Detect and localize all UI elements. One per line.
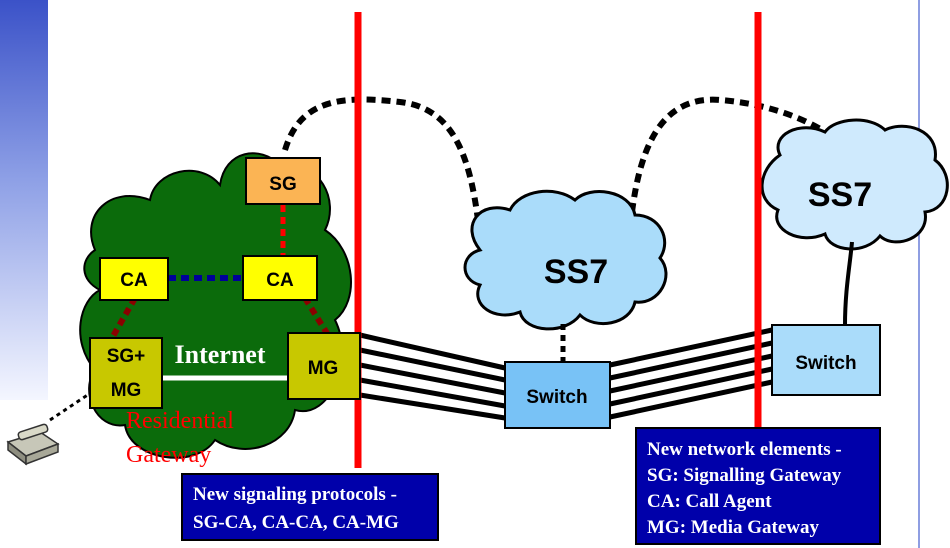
protocols-note-line1: New signaling protocols - — [193, 484, 397, 505]
sg-node-label: SG — [269, 174, 296, 195]
ca-left-node[interactable] — [99, 257, 169, 301]
telephone-icon — [6, 423, 60, 466]
sidebar-gradient — [0, 0, 48, 400]
link-ca-sgmg — [109, 296, 138, 340]
sg-mg-label-line1: SG+ — [107, 346, 146, 367]
switch-center-label: Switch — [526, 387, 587, 408]
ca-right-node[interactable] — [242, 255, 318, 301]
sg-mg-node[interactable] — [89, 337, 163, 409]
ca-left-label: CA — [120, 270, 148, 291]
ss7-cloud-center — [463, 189, 668, 331]
sg-node[interactable] — [245, 157, 321, 205]
mg-node[interactable] — [287, 332, 361, 400]
mg-label: MG — [308, 358, 339, 379]
residential-gateway-label-line1: Residential — [126, 408, 234, 434]
ss7-center-label: SS7 — [544, 253, 608, 291]
ca-right-label: CA — [266, 270, 294, 291]
protocols-note-box — [181, 473, 439, 541]
protocols-note-line2: SG-CA, CA-CA, CA-MG — [193, 512, 399, 533]
elements-note-line3: CA: Call Agent — [647, 491, 772, 512]
ss7-right-link — [843, 241, 854, 326]
trunk-lines-right — [609, 327, 773, 420]
signal-arc-right — [629, 96, 832, 213]
sg-mg-label-line2: MG — [111, 380, 142, 401]
switch-center-node[interactable] — [504, 361, 611, 429]
switch-right-node[interactable] — [771, 324, 881, 396]
ss7-cloud-right — [760, 118, 949, 251]
link-ca-mg — [302, 296, 331, 337]
signal-arc-left — [282, 96, 481, 221]
residential-gateway-label-line2: Gateway — [126, 442, 211, 468]
elements-note-line1: New network elements - — [647, 439, 842, 460]
elements-note-line4: MG: Media Gateway — [647, 517, 820, 538]
trunk-lines-left — [359, 332, 506, 421]
ss7-right-label: SS7 — [808, 176, 872, 214]
switch-right-label: Switch — [795, 353, 856, 374]
phone-wire — [49, 390, 93, 422]
elements-note-line2: SG: Signalling Gateway — [647, 465, 842, 486]
internet-label: Internet — [175, 340, 266, 369]
elements-note-box — [635, 427, 881, 545]
